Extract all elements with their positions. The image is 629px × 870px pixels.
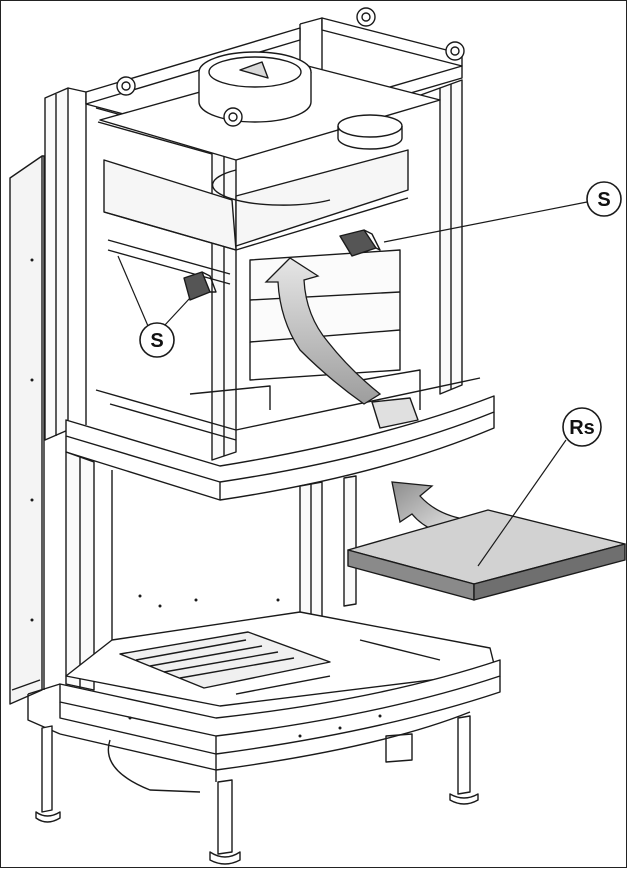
bracket-right	[339, 229, 381, 257]
upper-front-upright	[95, 107, 237, 461]
leader-line-s-right	[383, 201, 588, 243]
insertion-arrow-upper	[264, 257, 382, 405]
callout-s-left: S	[139, 322, 175, 358]
callout-s-left-label: S	[150, 330, 163, 352]
upper-left-upright	[44, 87, 87, 441]
leader-line-s-left-b	[163, 297, 191, 327]
screw-dots	[30, 258, 382, 738]
legs	[35, 715, 479, 865]
firebox-floor	[65, 611, 497, 707]
inner-shelves	[103, 149, 409, 285]
leader-line-rs	[477, 439, 567, 567]
bracket-left	[183, 271, 217, 301]
callout-s-top-right-label: S	[597, 189, 610, 211]
callout-rs: Rs	[562, 407, 602, 447]
rs-panel	[347, 509, 626, 601]
middle-curved-shelf	[65, 395, 495, 501]
caster-wheels	[116, 7, 465, 127]
bottom-frame	[59, 711, 471, 793]
upper-right-upright	[417, 79, 463, 395]
callout-rs-label: Rs	[569, 417, 595, 439]
leader-line-s-left-a	[117, 255, 149, 327]
upper-base-tray	[95, 369, 481, 441]
left-side-panel	[9, 155, 45, 705]
firebox-uprights	[65, 451, 357, 691]
callout-s-top-right: S	[586, 181, 622, 217]
top-plate	[99, 51, 441, 161]
